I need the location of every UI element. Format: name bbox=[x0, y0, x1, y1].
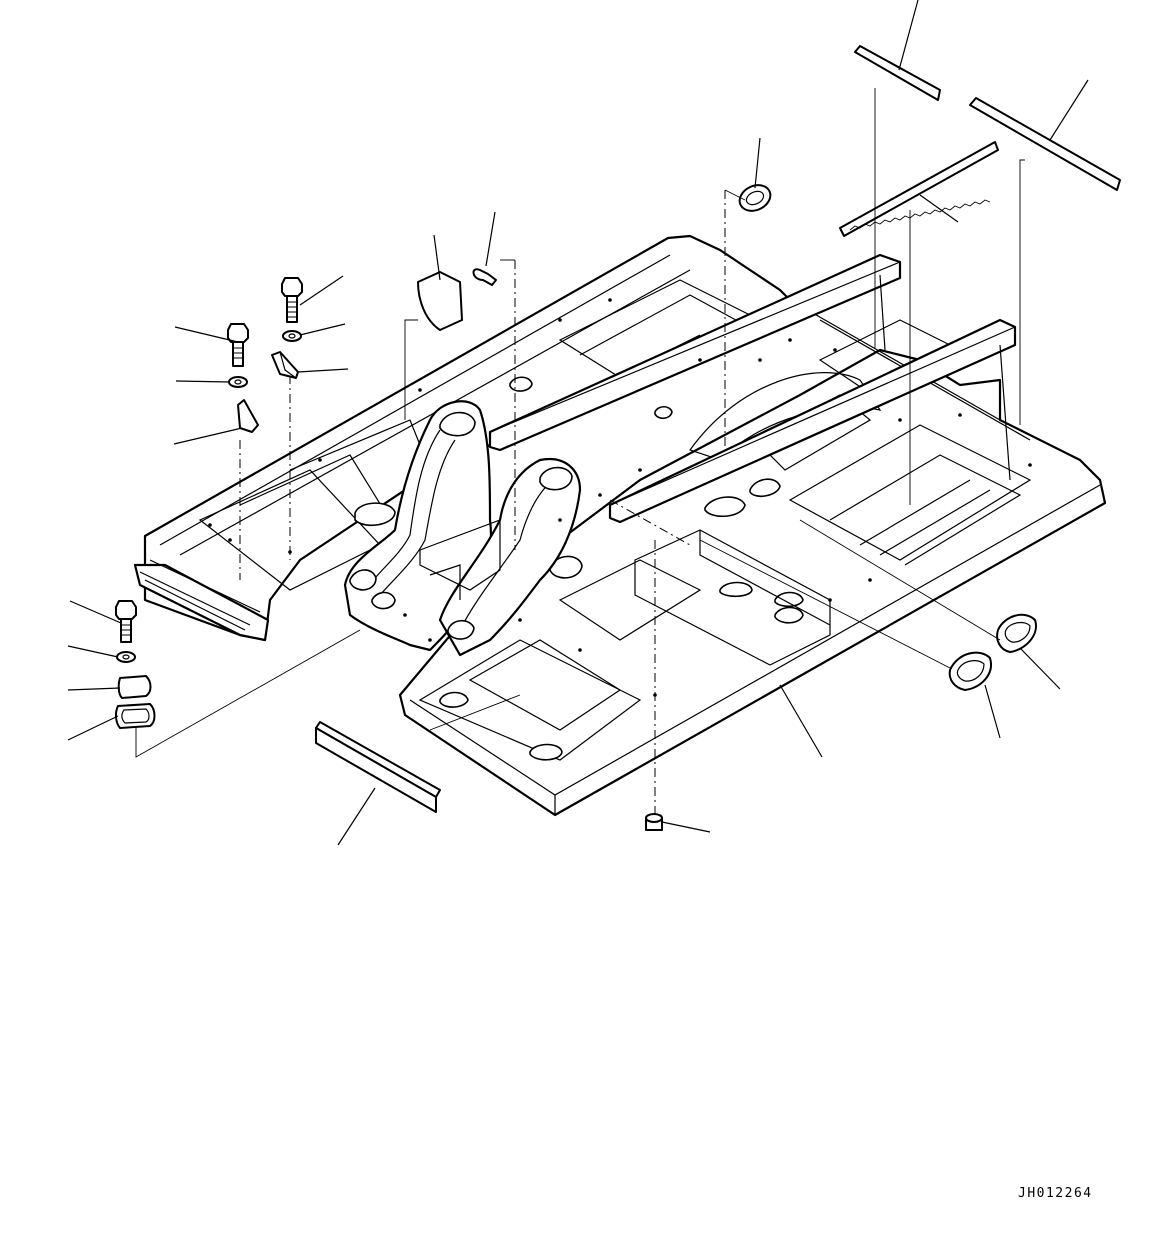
rubber-panel bbox=[316, 722, 440, 812]
clip bbox=[474, 269, 496, 285]
bolt-middle bbox=[228, 324, 248, 366]
rubber-strip-upper bbox=[855, 46, 940, 100]
washer-upper bbox=[283, 331, 301, 341]
longitudinal-beam bbox=[490, 255, 1015, 522]
assembly-lines bbox=[240, 190, 725, 815]
grommet-oval-left bbox=[950, 653, 991, 690]
grommet-top bbox=[735, 180, 774, 215]
rivet-dots bbox=[208, 298, 1032, 697]
revolving-frame bbox=[135, 236, 1105, 815]
leader-lines bbox=[68, 0, 1088, 845]
bushing bbox=[646, 814, 662, 830]
rubber-strip-long bbox=[970, 98, 1120, 190]
cover-round bbox=[119, 676, 151, 698]
grommet-oval-right bbox=[997, 615, 1036, 652]
boom-bracket bbox=[345, 401, 580, 655]
bracket-middle bbox=[238, 400, 258, 432]
washer-middle bbox=[229, 377, 247, 387]
bolt-upper bbox=[282, 278, 302, 322]
bolt-lower bbox=[116, 601, 136, 642]
cover-plate bbox=[418, 272, 462, 330]
bracket-upper bbox=[272, 352, 298, 378]
washer-lower bbox=[117, 652, 135, 662]
rubber-strip-serrated bbox=[840, 142, 998, 236]
drawing-code: JH012264 bbox=[1018, 1186, 1093, 1201]
gasket bbox=[116, 704, 155, 728]
